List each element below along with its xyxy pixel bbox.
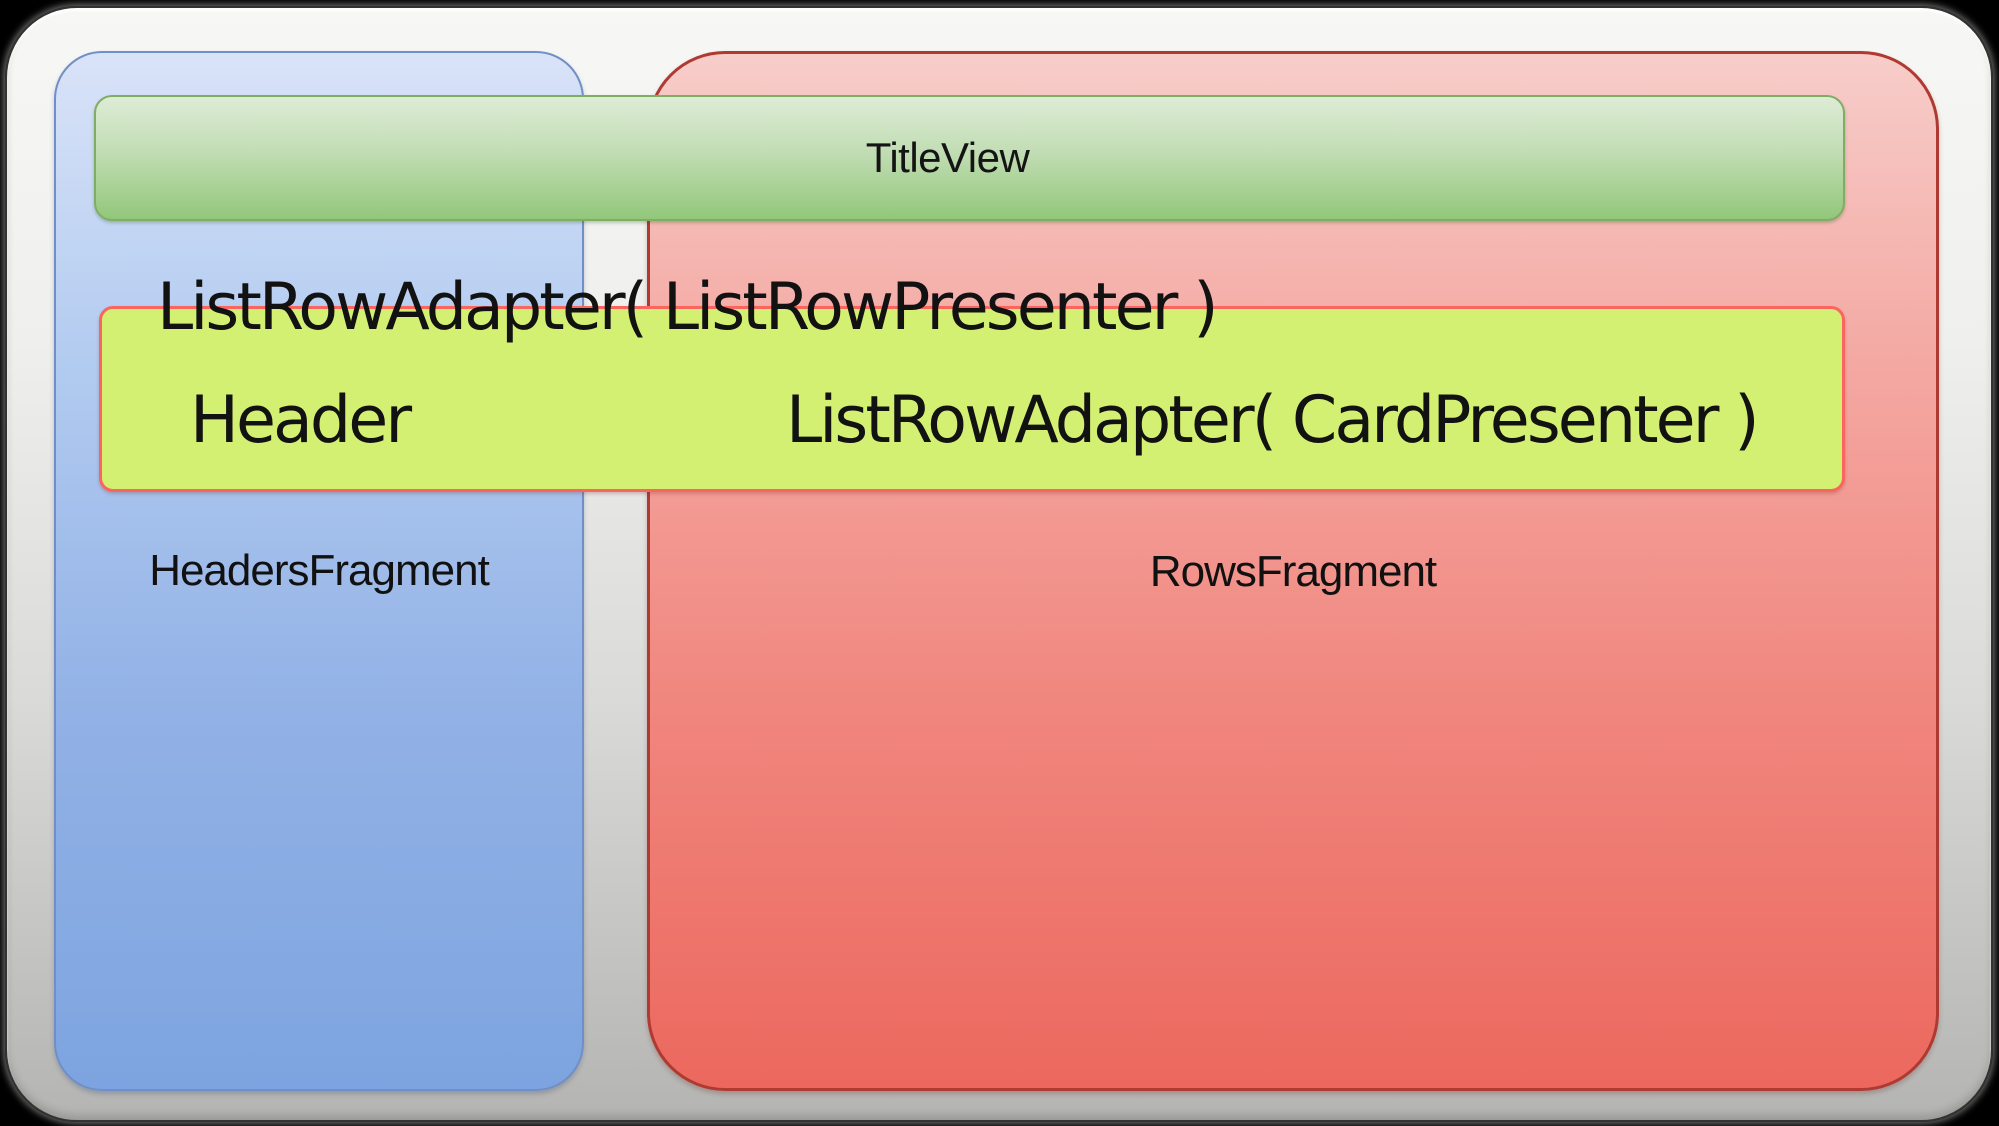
title-view-bar: TitleView bbox=[94, 95, 1845, 221]
rows-fragment-label: RowsFragment bbox=[1149, 547, 1437, 596]
header-label: Header bbox=[190, 383, 412, 458]
title-view-label: TitleView bbox=[865, 134, 1030, 181]
card-presenter-adapter-label: ListRowAdapter( CardPresenter ) bbox=[786, 383, 1760, 458]
browse-fragment-container: HeadersFragment RowsFragment TitleView H… bbox=[5, 6, 1993, 1122]
headers-fragment-box: HeadersFragment bbox=[54, 51, 584, 1091]
selected-row-bar: Header ListRowAdapter( CardPresenter ) bbox=[99, 306, 1845, 492]
headers-fragment-label: HeadersFragment bbox=[149, 546, 490, 595]
list-row-presenter-adapter-label: ListRowAdapter( ListRowPresenter ) bbox=[157, 270, 1219, 345]
rows-fragment-box: RowsFragment bbox=[647, 51, 1939, 1091]
